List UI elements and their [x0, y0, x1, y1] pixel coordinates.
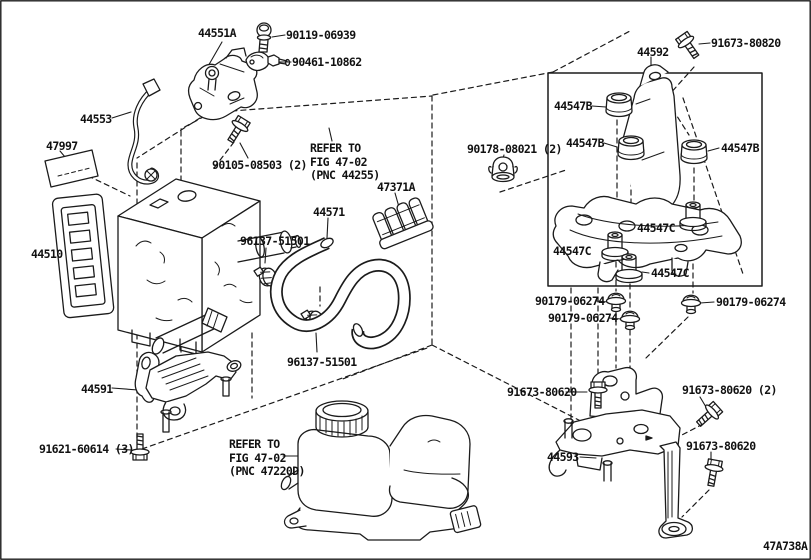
reservoir-tank: [279, 401, 481, 540]
clip-90461-10862-icon: [246, 52, 290, 70]
bolt-90105-08503-icon: [222, 113, 253, 147]
bolt-90119-06939-icon: [257, 23, 271, 52]
bracket-44591: [135, 352, 242, 432]
nut-90178-08021-icon: [489, 157, 518, 182]
grommets-90179-06274: [607, 293, 701, 329]
spacers-44547c: [602, 202, 706, 283]
part-44551a-bracket: [189, 48, 258, 120]
cushions-44547b: [606, 93, 707, 164]
grommet-cluster-47371a: [369, 196, 434, 250]
hose-44571: [276, 236, 404, 342]
bolt-91673-80820-icon: [673, 29, 705, 63]
bolt-91673-80620-icon-3: [701, 457, 725, 488]
abs-actuator-44510: [52, 179, 302, 354]
dashed-leader-lines: [80, 31, 743, 517]
bracket-44593: [549, 368, 692, 538]
bracket-44592: [553, 65, 741, 282]
bolt-91673-80620-icon-2: [691, 399, 725, 432]
label-sticker-47997: [45, 150, 98, 187]
pipe-stub: [150, 308, 227, 356]
tube-44553: [130, 79, 160, 182]
